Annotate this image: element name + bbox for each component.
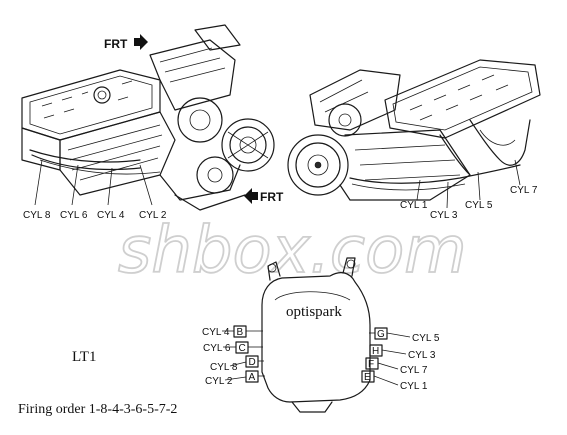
terminal-f: F CYL 7 [365, 357, 428, 376]
front-label-bottom: FRT [260, 190, 284, 204]
terminal-b-cyl: CYL 4 [202, 327, 230, 338]
front-indicator-bottom: FRT [244, 188, 284, 204]
optispark-right-terminals: G CYL 5 H CYL 3 F CYL 7 E CYL 1 [361, 327, 440, 392]
terminal-e-letter: E [364, 372, 371, 383]
terminal-h-cyl: CYL 3 [408, 350, 436, 361]
terminal-b-letter: B [237, 327, 244, 338]
terminal-b: B CYL 4 [202, 325, 263, 338]
terminal-d-cyl: CYL 8 [210, 362, 238, 373]
front-indicator-top: FRT [104, 34, 148, 51]
left-cyl-label-4: CYL 2 [139, 210, 167, 221]
engine-name: LT1 [72, 349, 96, 365]
arrow-right-icon [134, 34, 148, 50]
front-label-top: FRT [104, 37, 128, 51]
terminal-g: G CYL 5 [369, 327, 440, 344]
terminal-g-cyl: CYL 5 [412, 333, 440, 344]
terminal-d: D CYL 8 [210, 355, 264, 373]
optispark-distributor [261, 257, 371, 413]
firing-order: Firing order 1-8-4-3-6-5-7-2 [18, 402, 177, 417]
watermark-text: shbox.com [118, 214, 467, 288]
terminal-e: E CYL 1 [361, 370, 428, 392]
optispark-title: optispark [286, 304, 342, 320]
left-cyl-label-1: CYL 8 [23, 210, 51, 221]
terminal-f-letter: F [368, 359, 374, 370]
right-cyl-label-3: CYL 5 [465, 200, 493, 211]
optispark-left-terminals: B CYL 4 C CYL 6 D CYL 8 A CYL 2 [202, 325, 265, 387]
left-cyl-label-3: CYL 4 [97, 210, 125, 221]
terminal-g-letter: G [377, 329, 385, 340]
right-engine-illustration [287, 59, 541, 209]
terminal-d-letter: D [249, 357, 256, 368]
right-cyl-label-1: CYL 1 [400, 200, 428, 211]
terminal-a-cyl: CYL 2 [205, 376, 233, 387]
left-engine-illustration [21, 24, 275, 211]
left-cyl-label-2: CYL 6 [60, 210, 88, 221]
terminal-c-letter: C [239, 343, 246, 354]
right-cyl-label-4: CYL 7 [510, 185, 538, 196]
right-cyl-label-2: CYL 3 [430, 210, 458, 221]
terminal-a: A CYL 2 [205, 370, 265, 387]
terminal-c: C CYL 6 [203, 341, 263, 354]
terminal-f-cyl: CYL 7 [400, 365, 428, 376]
arrow-left-icon [244, 188, 258, 204]
left-engine-cylinder-labels: CYL 8 CYL 6 CYL 4 CYL 2 [23, 210, 167, 221]
terminal-a-letter: A [249, 372, 256, 383]
terminal-c-cyl: CYL 6 [203, 343, 231, 354]
terminal-e-cyl: CYL 1 [400, 381, 428, 392]
terminal-h: H CYL 3 [369, 344, 436, 361]
right-engine-cylinder-labels: CYL 1 CYL 3 CYL 5 CYL 7 [400, 185, 538, 221]
terminal-h-letter: H [372, 346, 379, 357]
